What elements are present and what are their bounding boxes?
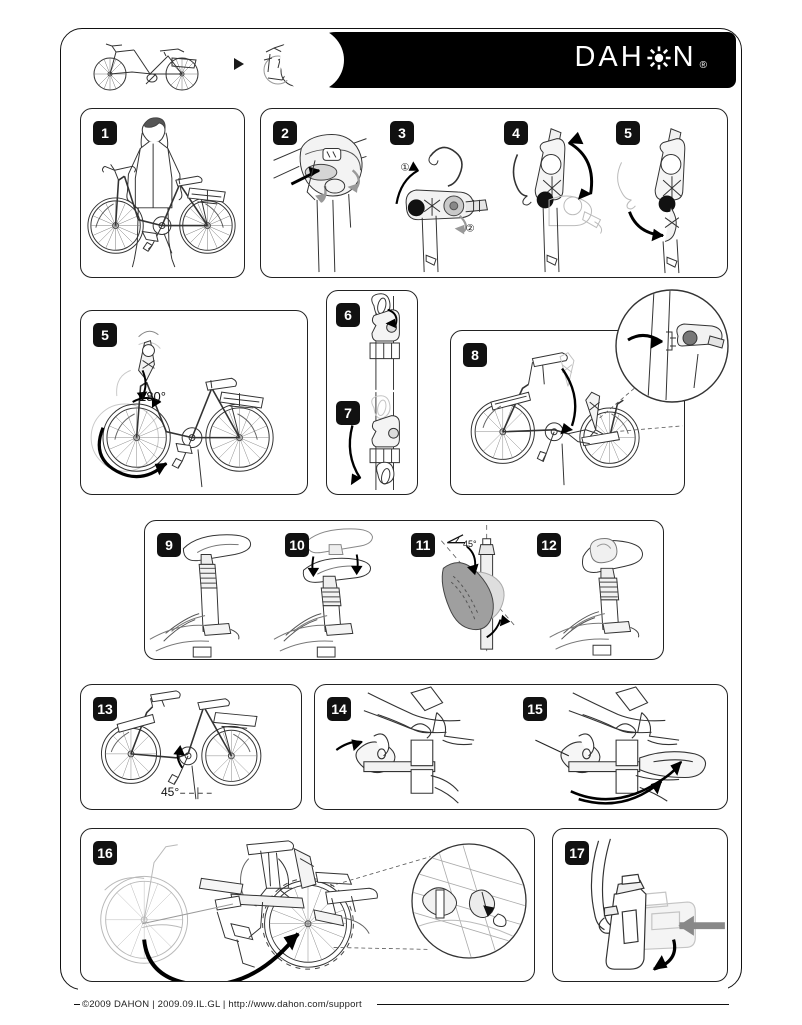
logo-text-before: DAH <box>574 41 645 73</box>
step-badge-1: 1 <box>93 121 117 145</box>
step-4-illustration <box>495 109 615 277</box>
svg-text:①: ① <box>400 162 409 173</box>
step-8-illustration <box>451 331 684 494</box>
step-badge-12: 12 <box>537 533 561 557</box>
step-badge-16: 16 <box>93 841 117 865</box>
step-panel-group-9101112: 9 <box>144 520 664 660</box>
step-badge-5: 5 <box>93 323 117 347</box>
step-16-detail-inset <box>410 842 528 960</box>
transform-arrow-icon <box>234 58 244 70</box>
step-11-illustration <box>401 521 531 659</box>
step-badge-6: 6 <box>336 303 360 327</box>
footer-rule-right <box>377 1004 729 1006</box>
step-badge-9: 9 <box>157 533 181 557</box>
step-6-illustration <box>327 291 417 393</box>
step-badge-10: 10 <box>285 533 309 557</box>
logo-starburst-icon <box>646 45 672 71</box>
step-14-illustration <box>315 685 522 809</box>
unfolded-bike-icon <box>72 34 252 94</box>
step-badge-4: 4 <box>504 121 528 145</box>
footer-copyright: ©2009 DAHON | 2009.09.IL.GL | http://www… <box>82 999 362 1010</box>
step-panel-13: 13 45° <box>80 684 302 810</box>
crank-angle-45-label: 45° <box>161 785 180 799</box>
step-15-illustration <box>514 685 727 809</box>
step-panel-17: 17 <box>552 828 728 982</box>
svg-text:②: ② <box>466 224 475 235</box>
rotation-angle-180-label: 180° <box>139 389 166 404</box>
brand-logo-bar: DAH <box>280 28 736 92</box>
step-2-illustration <box>261 109 381 277</box>
step-badge-8: 8 <box>463 343 487 367</box>
step-panel-group-2345: 2 <box>260 108 728 278</box>
step-panel-5: 5 180° <box>80 310 308 495</box>
step-13-illustration <box>81 685 301 809</box>
footer-line-mask <box>78 982 728 1000</box>
step-12-illustration <box>527 521 663 659</box>
step-10-illustration <box>273 521 403 659</box>
step-badge-7: 7 <box>336 401 360 425</box>
step-badge-11: 11 <box>411 533 435 557</box>
step-9-illustration <box>145 521 275 659</box>
step-panel-group-67: 6 7 <box>326 290 418 495</box>
logo-text-after: N <box>672 41 697 73</box>
brand-wordmark: DAH <box>574 41 710 74</box>
saddle-angle-45-label: 45° <box>463 539 477 549</box>
step-panel-group-1415: 14 <box>314 684 728 810</box>
registered-mark: ® <box>699 60 710 71</box>
step-5-illustration <box>609 109 727 277</box>
step-badge-14: 14 <box>327 697 351 721</box>
step-badge-17: 17 <box>565 841 589 865</box>
step-badge-15: 15 <box>523 697 547 721</box>
step-1-illustration <box>81 109 244 277</box>
step-badge-2: 2 <box>273 121 297 145</box>
step-3-illustration: ① ② <box>378 109 498 277</box>
step-badge-13: 13 <box>93 697 117 721</box>
step-7-illustration <box>327 391 417 494</box>
step-panel-1: 1 <box>80 108 245 278</box>
sheet-header: DAH <box>66 28 736 94</box>
step-17-illustration <box>553 829 727 981</box>
footer-rule-left <box>74 1004 80 1006</box>
step-5-big-illustration <box>81 311 307 494</box>
step-badge-3: 3 <box>390 121 414 145</box>
step-16-illustration <box>81 829 534 981</box>
step-8-detail-inset <box>614 288 730 404</box>
step-badge-5a: 5 <box>616 121 640 145</box>
